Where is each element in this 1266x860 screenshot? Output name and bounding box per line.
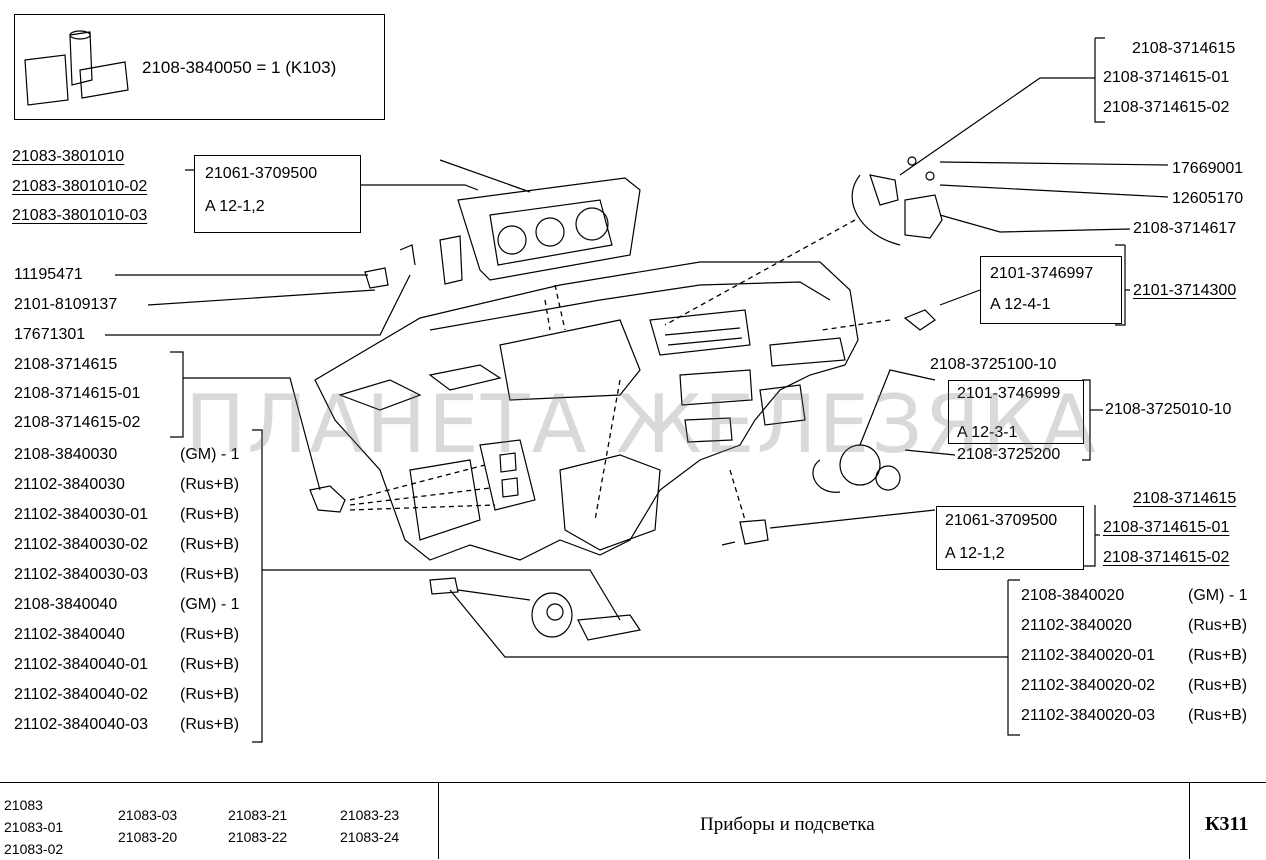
kit-text: 2108-3840050 = 1 (K103) bbox=[142, 58, 337, 77]
right-assembly-code: 2101-3714300 bbox=[1133, 282, 1237, 299]
left_list-code: 21102-3840030 bbox=[14, 476, 125, 493]
left_list-code: 21102-3840040-01 bbox=[14, 656, 149, 673]
right_list-note: (Rus+B) bbox=[1188, 617, 1248, 634]
lower-bulb-code: 21061-3709500 bbox=[945, 512, 1058, 529]
left_list-code: 21102-3840040-02 bbox=[14, 686, 149, 703]
kit-drawing bbox=[24, 31, 129, 106]
footer-model-1c: 21083-02 bbox=[4, 841, 64, 857]
footer-model-1b: 21083-01 bbox=[4, 819, 64, 835]
footer-model-1a: 21083 bbox=[4, 797, 43, 813]
kit-box bbox=[14, 14, 385, 120]
left-part-3: 17671301 bbox=[14, 326, 86, 343]
left_list-code: 2108-3840040 bbox=[14, 596, 118, 613]
footer-title: Приборы и подсветка bbox=[700, 814, 875, 835]
cigar-bottom-code: 2108-3725200 bbox=[957, 446, 1061, 463]
right_list-note: (Rus+B) bbox=[1188, 677, 1248, 694]
lower-bulb-spec: A 12-1,2 bbox=[945, 545, 1005, 562]
cluster-code-1: 21083-3801010 bbox=[12, 148, 125, 165]
left_list-note: (Rus+B) bbox=[180, 506, 240, 523]
left_list-note: (Rus+B) bbox=[180, 656, 240, 673]
left-switch-shape bbox=[309, 485, 346, 513]
left_list-code: 21102-3840040 bbox=[14, 626, 125, 643]
left_list-note: (Rus+B) bbox=[180, 716, 240, 733]
right-bulb-spec: A 12-4-1 bbox=[990, 296, 1051, 313]
left-part-2: 2101-8109137 bbox=[14, 296, 118, 313]
left-part-1: 11195471 bbox=[14, 266, 83, 283]
lower-bulb-box bbox=[936, 506, 1084, 570]
right_list-code: 21102-3840020-03 bbox=[1021, 707, 1156, 724]
cluster-bulb-box bbox=[194, 155, 361, 233]
cigar-bulb-spec: A 12-3-1 bbox=[957, 424, 1018, 441]
left_list-note: (Rus+B) bbox=[180, 476, 240, 493]
right-switch2-1: 2108-3714615 bbox=[1133, 490, 1237, 507]
right-switch2-2: 2108-3714615-01 bbox=[1103, 519, 1230, 536]
footer bbox=[0, 782, 1266, 860]
instrument-cluster-shape bbox=[457, 177, 641, 281]
left_list-code: 21102-3840030-01 bbox=[14, 506, 149, 523]
left-switch-code-3: 2108-3714615-02 bbox=[14, 414, 141, 431]
left_list-note: (GM) - 1 bbox=[180, 596, 240, 613]
left_list-code: 21102-3840040-03 bbox=[14, 716, 149, 733]
cigar-top-code: 2108-3725100-10 bbox=[930, 356, 1057, 373]
right_list-code: 21102-3840020 bbox=[1021, 617, 1132, 634]
watermark: ПЛАНЕТА ЖЕЛЕЗЯКА bbox=[185, 378, 1098, 471]
dashboard-outline bbox=[314, 261, 859, 561]
right-switch2-3: 2108-3714615-02 bbox=[1103, 549, 1230, 566]
cluster-code-3: 21083-3801010-03 bbox=[12, 207, 148, 224]
left_list-note: (Rus+B) bbox=[180, 566, 240, 583]
right-bulb-code: 2101-3746997 bbox=[990, 265, 1094, 282]
right-part-2: 12605170 bbox=[1172, 190, 1244, 207]
cluster-code-2: 21083-3801010-02 bbox=[12, 178, 148, 195]
footer-model-2b: 21083-20 bbox=[118, 829, 178, 845]
footer-divider-1 bbox=[438, 782, 439, 859]
right_list-note: (Rus+B) bbox=[1188, 707, 1248, 724]
footer-model-4b: 21083-24 bbox=[340, 829, 400, 845]
right_list-note: (Rus+B) bbox=[1188, 647, 1248, 664]
left_list-code: 21102-3840030-02 bbox=[14, 536, 149, 553]
footer-divider-2 bbox=[1189, 782, 1190, 859]
left-switch-code-1: 2108-3714615 bbox=[14, 356, 118, 373]
right-top-switch-2: 2108-3714615-01 bbox=[1103, 69, 1230, 86]
left_list-code: 2108-3840030 bbox=[14, 446, 118, 463]
right_list-code: 21102-3840020-02 bbox=[1021, 677, 1156, 694]
footer-model-3a: 21083-21 bbox=[228, 807, 288, 823]
left_list-note: (Rus+B) bbox=[180, 536, 240, 553]
cluster-bulb-code: 21061-3709500 bbox=[205, 165, 318, 182]
right-top-switch-1: 2108-3714615 bbox=[1132, 40, 1236, 57]
right-part-3: 2108-3714617 bbox=[1133, 220, 1237, 237]
cluster-bulb-spec: A 12-1,2 bbox=[205, 198, 265, 215]
left-switch-code-2: 2108-3714615-01 bbox=[14, 385, 141, 402]
footer-model-4a: 21083-23 bbox=[340, 807, 400, 823]
right_list-code: 21102-3840020-01 bbox=[1021, 647, 1156, 664]
left_list-note: (GM) - 1 bbox=[180, 446, 240, 463]
left_list-note: (Rus+B) bbox=[180, 626, 240, 643]
footer-model-3b: 21083-22 bbox=[228, 829, 288, 845]
right-part-1: 17669001 bbox=[1172, 160, 1244, 177]
cigar-bulb-box bbox=[948, 380, 1084, 444]
cigar-assembly-code: 2108-3725010-10 bbox=[1105, 401, 1232, 418]
right_list-note: (GM) - 1 bbox=[1188, 587, 1248, 604]
left_list-code: 21102-3840030-03 bbox=[14, 566, 149, 583]
right-top-switch-3: 2108-3714615-02 bbox=[1103, 99, 1230, 116]
left_list-note: (Rus+B) bbox=[180, 686, 240, 703]
footer-code: К311 bbox=[1205, 813, 1249, 835]
right_list-code: 2108-3840020 bbox=[1021, 587, 1125, 604]
right-bulb-box bbox=[980, 256, 1122, 324]
footer-model-2a: 21083-03 bbox=[118, 807, 178, 823]
cigar-bulb-code: 2101-3746999 bbox=[957, 385, 1061, 402]
